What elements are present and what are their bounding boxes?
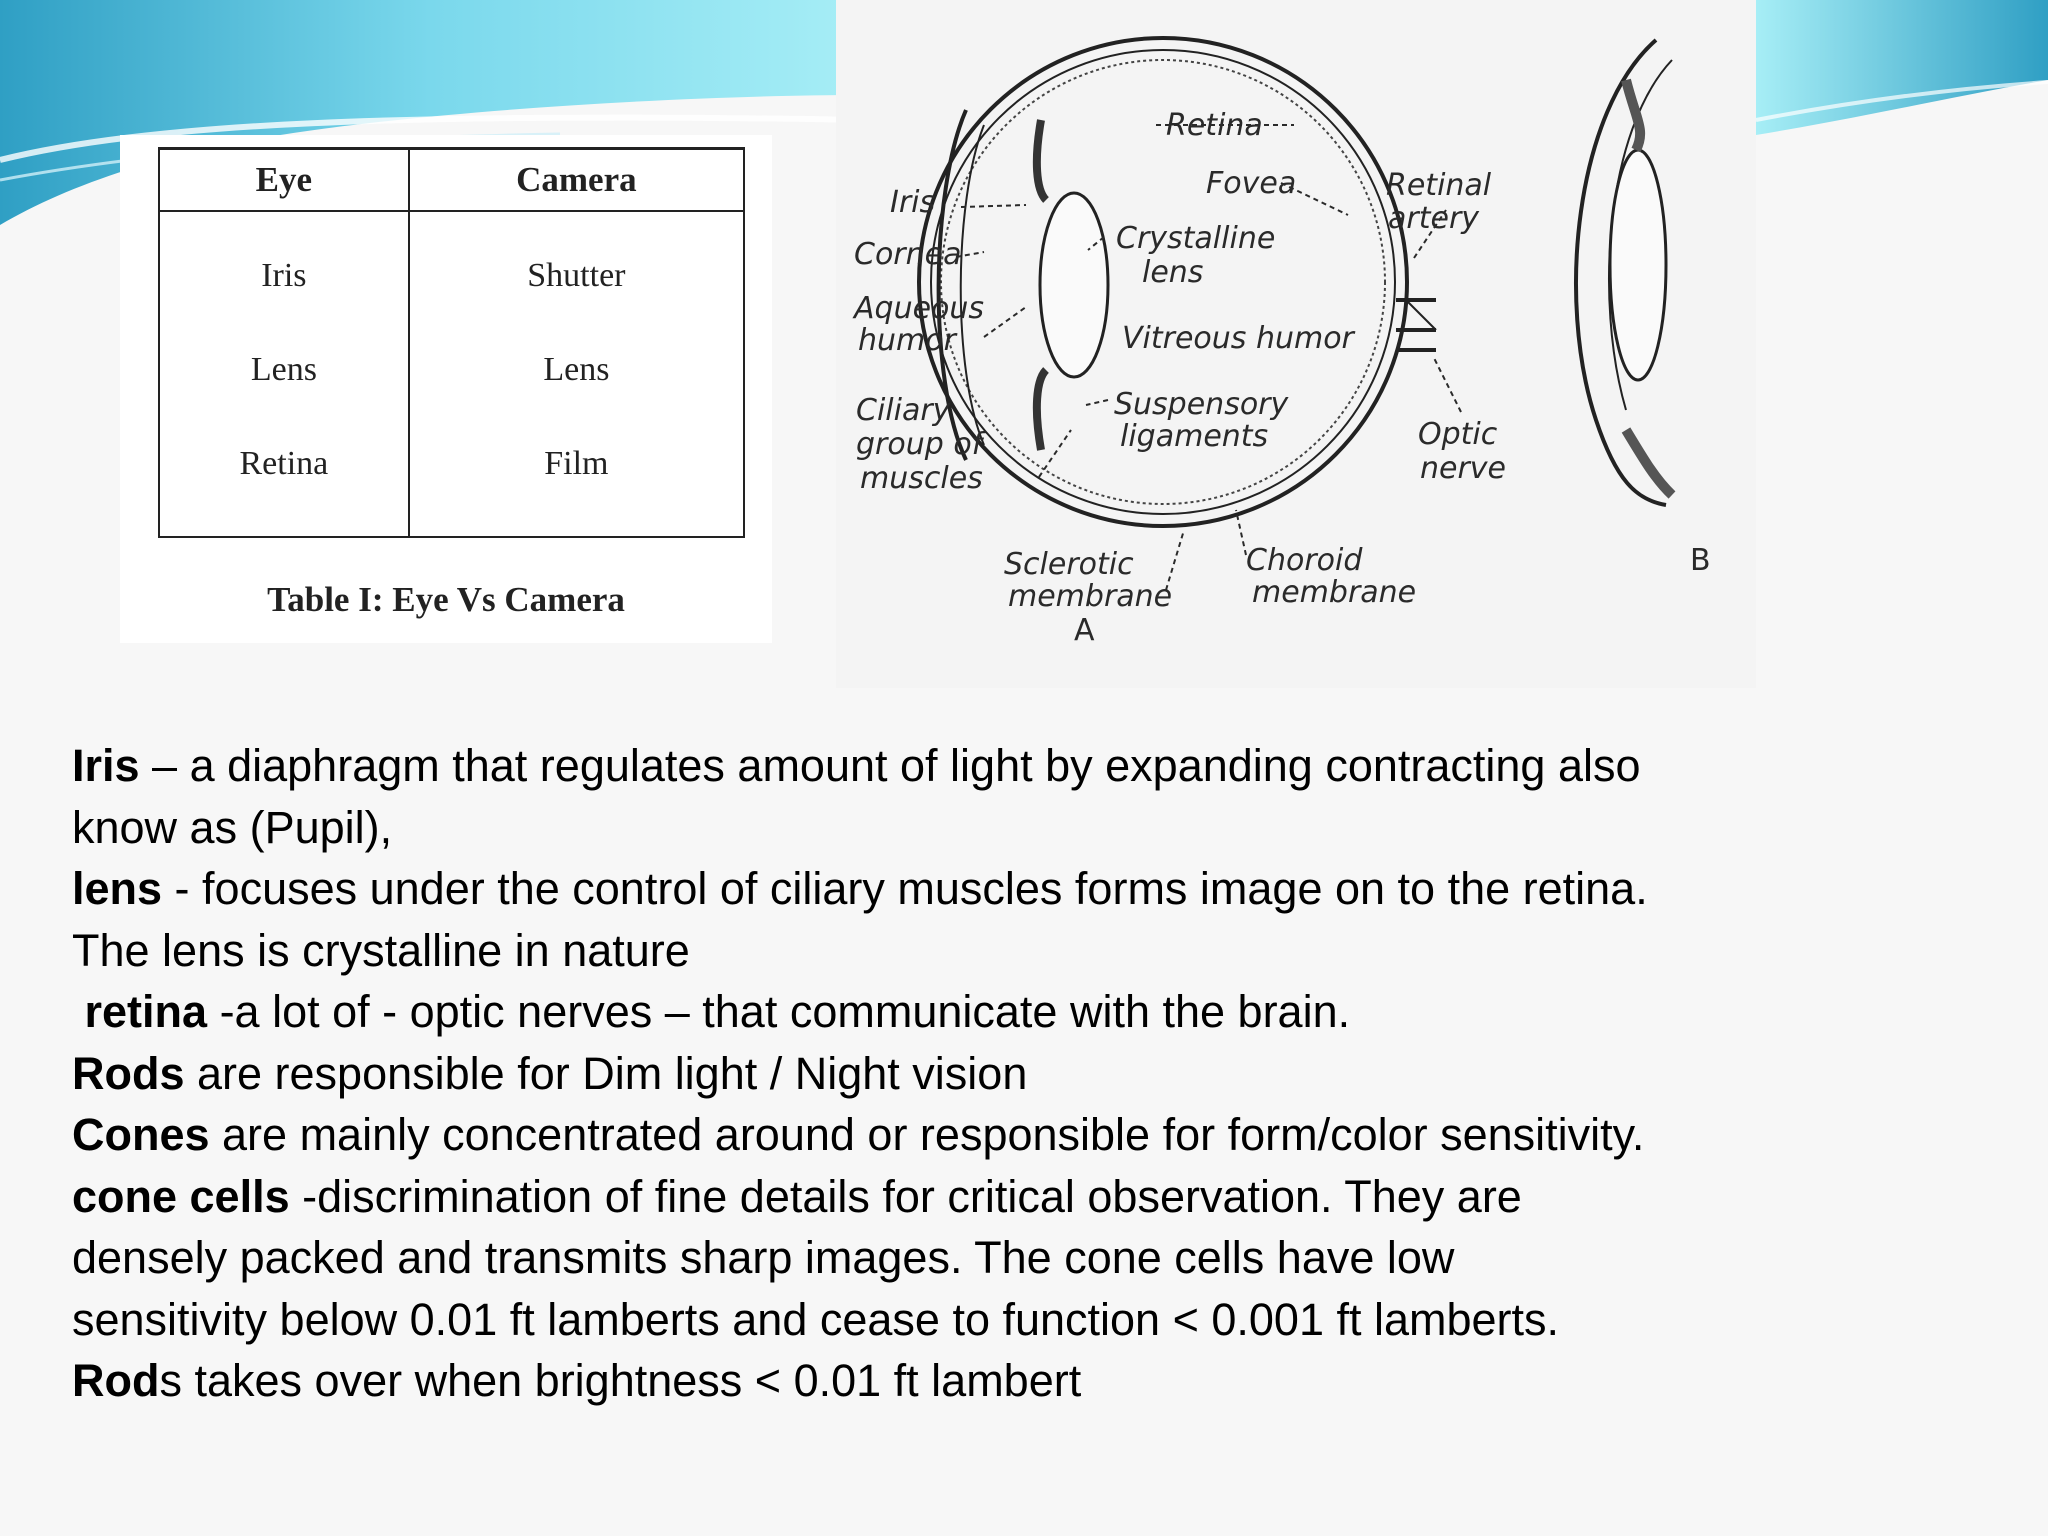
- label-fovea: Fovea: [1206, 166, 1296, 201]
- text-span: -a lot of - optic nerves – that communic…: [207, 986, 1351, 1037]
- text-lead: [72, 986, 85, 1037]
- text-span: sensitivity below 0.01 ft lamberts and c…: [72, 1293, 1560, 1345]
- label-retina: Retina: [1166, 108, 1263, 143]
- table-cell: Iris: [158, 211, 410, 323]
- label-iris: Iris: [890, 185, 935, 220]
- table-row: Lens Lens: [158, 323, 746, 417]
- term: retina: [84, 986, 208, 1037]
- eyeball-cross-section: [917, 36, 1437, 528]
- label-choroid-2: membrane: [1252, 575, 1416, 610]
- text-span: – a diaphragm that regulates amount of l…: [139, 740, 1641, 791]
- text-span: densely packed and transmits sharp image…: [72, 1232, 1455, 1283]
- column-header-camera: Camera: [407, 147, 746, 212]
- term: Iris: [72, 740, 140, 791]
- label-figure-b: B: [1690, 543, 1711, 578]
- label-ciliary-1: Ciliary: [856, 393, 952, 428]
- term: cone cells: [72, 1170, 290, 1222]
- table-cell: Film: [407, 417, 746, 538]
- text-span: The lens is crystalline in nature: [72, 924, 690, 976]
- label-aqueous-2: humor: [858, 323, 958, 358]
- label-aqueous-1: Aqueous: [852, 291, 984, 326]
- term: Rod: [72, 1355, 160, 1406]
- label-crystalline-2: lens: [1142, 255, 1203, 290]
- table-header-row: Eye Camera: [158, 147, 746, 212]
- table-cell: Shutter: [407, 211, 746, 323]
- label-choroid-1: Choroid: [1246, 543, 1363, 578]
- text-line: Rods are responsible for Dim light / Nig…: [72, 1043, 1972, 1105]
- text-line: know as (Pupil),: [72, 797, 1972, 859]
- text-span: are mainly concentrated around or respon…: [209, 1109, 1645, 1160]
- label-ciliary-2: group of: [856, 427, 987, 462]
- text-span: s takes over when brightness < 0.01 ft l…: [159, 1355, 1082, 1406]
- label-figure-a: A: [1074, 613, 1095, 648]
- label-optic-1: Optic: [1418, 417, 1498, 452]
- text-line: retina -a lot of - optic nerves – that c…: [72, 981, 1972, 1043]
- body-text: Iris – a diaphragm that regulates amount…: [72, 735, 1972, 1412]
- eye-anatomy-diagram: Retina Fovea Retinal artery Iris Cornea …: [852, 36, 1711, 648]
- table-cell: Lens: [158, 323, 410, 417]
- term: Cones: [72, 1109, 210, 1160]
- term: Rods: [72, 1047, 185, 1099]
- table-row: Iris Shutter: [158, 211, 746, 323]
- text-line: sensitivity below 0.01 ft lamberts and c…: [72, 1289, 1972, 1351]
- label-ciliary-3: muscles: [860, 461, 983, 496]
- text-span: - focuses under the control of ciliary m…: [162, 863, 1648, 914]
- lens-side-view: [1574, 38, 1676, 507]
- term: lens: [72, 863, 163, 914]
- text-line: Rods takes over when brightness < 0.01 f…: [72, 1350, 1972, 1412]
- label-optic-2: nerve: [1420, 451, 1506, 486]
- table-caption: Table I: Eye Vs Camera: [267, 580, 625, 619]
- eye-camera-table-panel: Eye Camera Iris Shutter Lens Lens Retina…: [120, 135, 772, 643]
- label-cornea: Cornea: [854, 237, 962, 272]
- label-suspensory-2: ligaments: [1120, 419, 1268, 454]
- table-cell: Retina: [158, 417, 410, 538]
- column-header-eye: Eye: [158, 147, 410, 212]
- label-sclerotic-2: membrane: [1008, 579, 1172, 614]
- label-retinal-artery-2: artery: [1388, 201, 1480, 236]
- text-span: -discrimination of fine details for crit…: [289, 1170, 1522, 1222]
- decorative-wave-header: [0, 0, 2048, 225]
- table-row: Retina Film: [158, 417, 746, 538]
- text-span: know as (Pupil),: [72, 801, 393, 853]
- label-vitreous-humor: Vitreous humor: [1122, 321, 1356, 356]
- text-line: cone cells -discrimination of fine detai…: [72, 1166, 1972, 1228]
- text-span: are responsible for Dim light / Night vi…: [184, 1047, 1028, 1099]
- eye-diagram-panel: Retina Fovea Retinal artery Iris Cornea …: [836, 0, 1756, 688]
- label-crystalline-1: Crystalline: [1116, 221, 1275, 256]
- label-suspensory-1: Suspensory: [1114, 387, 1290, 422]
- text-line: Iris – a diaphragm that regulates amount…: [72, 735, 1972, 797]
- text-line: Cones are mainly concentrated around or …: [72, 1104, 1972, 1166]
- text-line: lens - focuses under the control of cili…: [72, 858, 1972, 920]
- eye-vs-camera-table: Eye Camera Iris Shutter Lens Lens Retina…: [158, 147, 746, 538]
- label-retinal-artery-1: Retinal: [1386, 168, 1492, 203]
- text-line: densely packed and transmits sharp image…: [72, 1227, 1972, 1289]
- table-cell: Lens: [407, 323, 746, 417]
- text-line: The lens is crystalline in nature: [72, 920, 1972, 982]
- label-sclerotic-1: Sclerotic: [1004, 547, 1134, 582]
